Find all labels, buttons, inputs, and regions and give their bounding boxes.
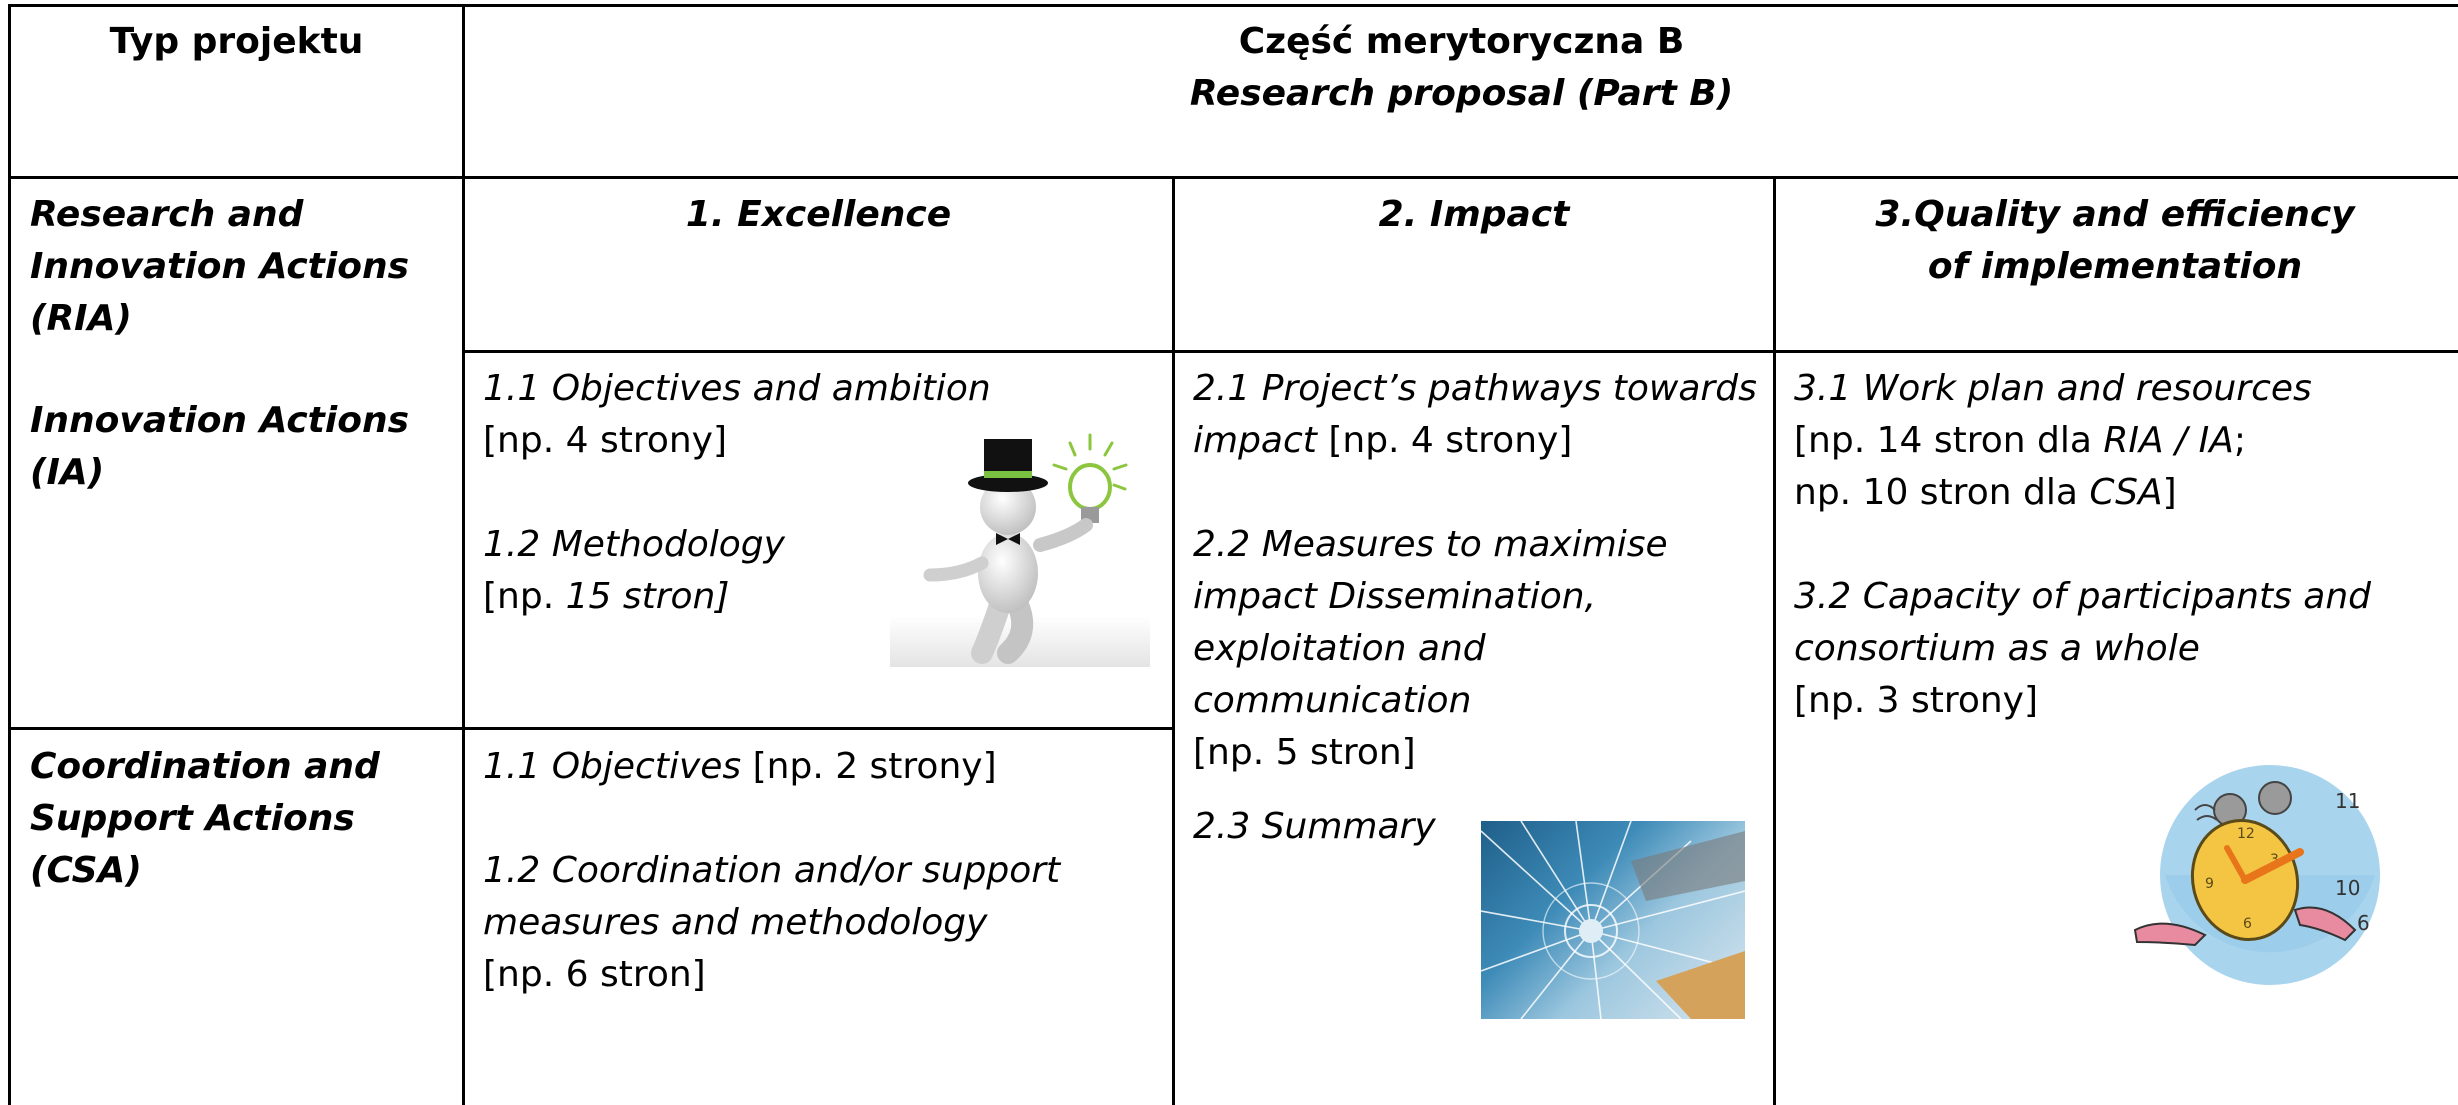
divider-col1 — [462, 4, 465, 1105]
divider-col3 — [1773, 178, 1776, 1105]
excellence-s11-title: 1.1 Objectives and ambition — [483, 368, 991, 409]
divider-col2 — [1172, 178, 1175, 1105]
excellence-s12-pages: [np. 15 stron] — [483, 576, 730, 617]
divider-header-row — [8, 176, 2458, 179]
svg-text:11: 11 — [2335, 789, 2360, 813]
row-label-csa: Coordination and Support Actions (CSA) — [30, 746, 380, 891]
colheader-excellence: 1. Excellence — [685, 194, 952, 235]
excellence-csa-cell: 1.1 Objectives [np. 2 strony] 1.2 Coordi… — [483, 741, 1163, 1001]
quality-s31-line1: [np. 14 stron dla RIA / IA; — [1794, 420, 2247, 461]
quality-cell: 3.1 Work plan and resources [np. 14 stro… — [1794, 363, 2454, 727]
excellence-csa-s12-pages: [np. 6 stron] — [483, 954, 706, 995]
quality-s31-title: 3.1 Work plan and resources — [1794, 368, 2312, 409]
excellence-csa-s12-title: 1.2 Coordination and/or support measures… — [483, 850, 1061, 943]
colheader-impact: 2. Impact — [1378, 194, 1570, 235]
divider-csa-row-left — [8, 727, 465, 730]
svg-text:6: 6 — [2357, 911, 2370, 935]
svg-text:6: 6 — [2243, 916, 2252, 932]
svg-text:9: 9 — [2205, 876, 2214, 892]
impact-s23-title: 2.3 Summary — [1193, 806, 1436, 847]
row-label-ria: Research and Innovation Actions (RIA) — [30, 194, 410, 339]
row-label-ia: Innovation Actions (IA) — [30, 400, 410, 493]
header-title-en: Research proposal (Part B) — [1189, 73, 1734, 114]
colheader-quality: 3.Quality and efficiency of implementati… — [1875, 194, 2355, 287]
svg-text:3: 3 — [2270, 852, 2279, 868]
divider-colheader-row — [462, 350, 2458, 353]
divider-csa-row-excellence — [462, 727, 1175, 730]
border-top — [8, 4, 2458, 7]
header-type-label: Typ projektu — [109, 21, 364, 62]
header-type-cell: Typ projektu — [11, 16, 462, 68]
tophat-figure-image — [890, 425, 1150, 667]
quality-s31-line2: np. 10 stron dla CSA] — [1794, 472, 2177, 513]
border-left — [8, 4, 11, 1105]
impact-s22-title: 2.2 Measures to maximise impact Dissemin… — [1193, 524, 1668, 721]
impact-s21-pages: [np. 4 strony] — [1316, 420, 1573, 461]
broken-glass-image — [1481, 821, 1745, 1019]
svg-text:10: 10 — [2335, 876, 2360, 900]
running-clock-image: 12 3 6 9 11 6 10 — [2125, 760, 2405, 990]
impact-s21-title: 2.1 Project’s pathways towards impact — [1193, 368, 1757, 461]
excellence-csa-s11-pages: [np. 2 strony] — [741, 746, 997, 787]
excellence-s12-title: 1.2 Methodology — [483, 524, 785, 565]
header-title-pl: Część merytoryczna B — [1238, 21, 1685, 62]
header-part-b-cell: Część merytoryczna B Research proposal (… — [465, 16, 2458, 120]
impact-cell: 2.1 Project’s pathways towards impact [n… — [1193, 363, 1763, 853]
excellence-ria-ia-cell: 1.1 Objectives and ambition [np. 4 stron… — [483, 363, 1163, 623]
quality-s32-pages: [np. 3 strony] — [1794, 680, 2039, 721]
excellence-csa-s11-title: 1.1 Objectives — [483, 746, 742, 787]
impact-s22-pages: [np. 5 stron] — [1193, 732, 1416, 773]
svg-text:12: 12 — [2237, 826, 2255, 842]
quality-s32-title: 3.2 Capacity of participants and consort… — [1794, 576, 2372, 669]
excellence-s11-pages: [np. 4 strony] — [483, 420, 728, 461]
